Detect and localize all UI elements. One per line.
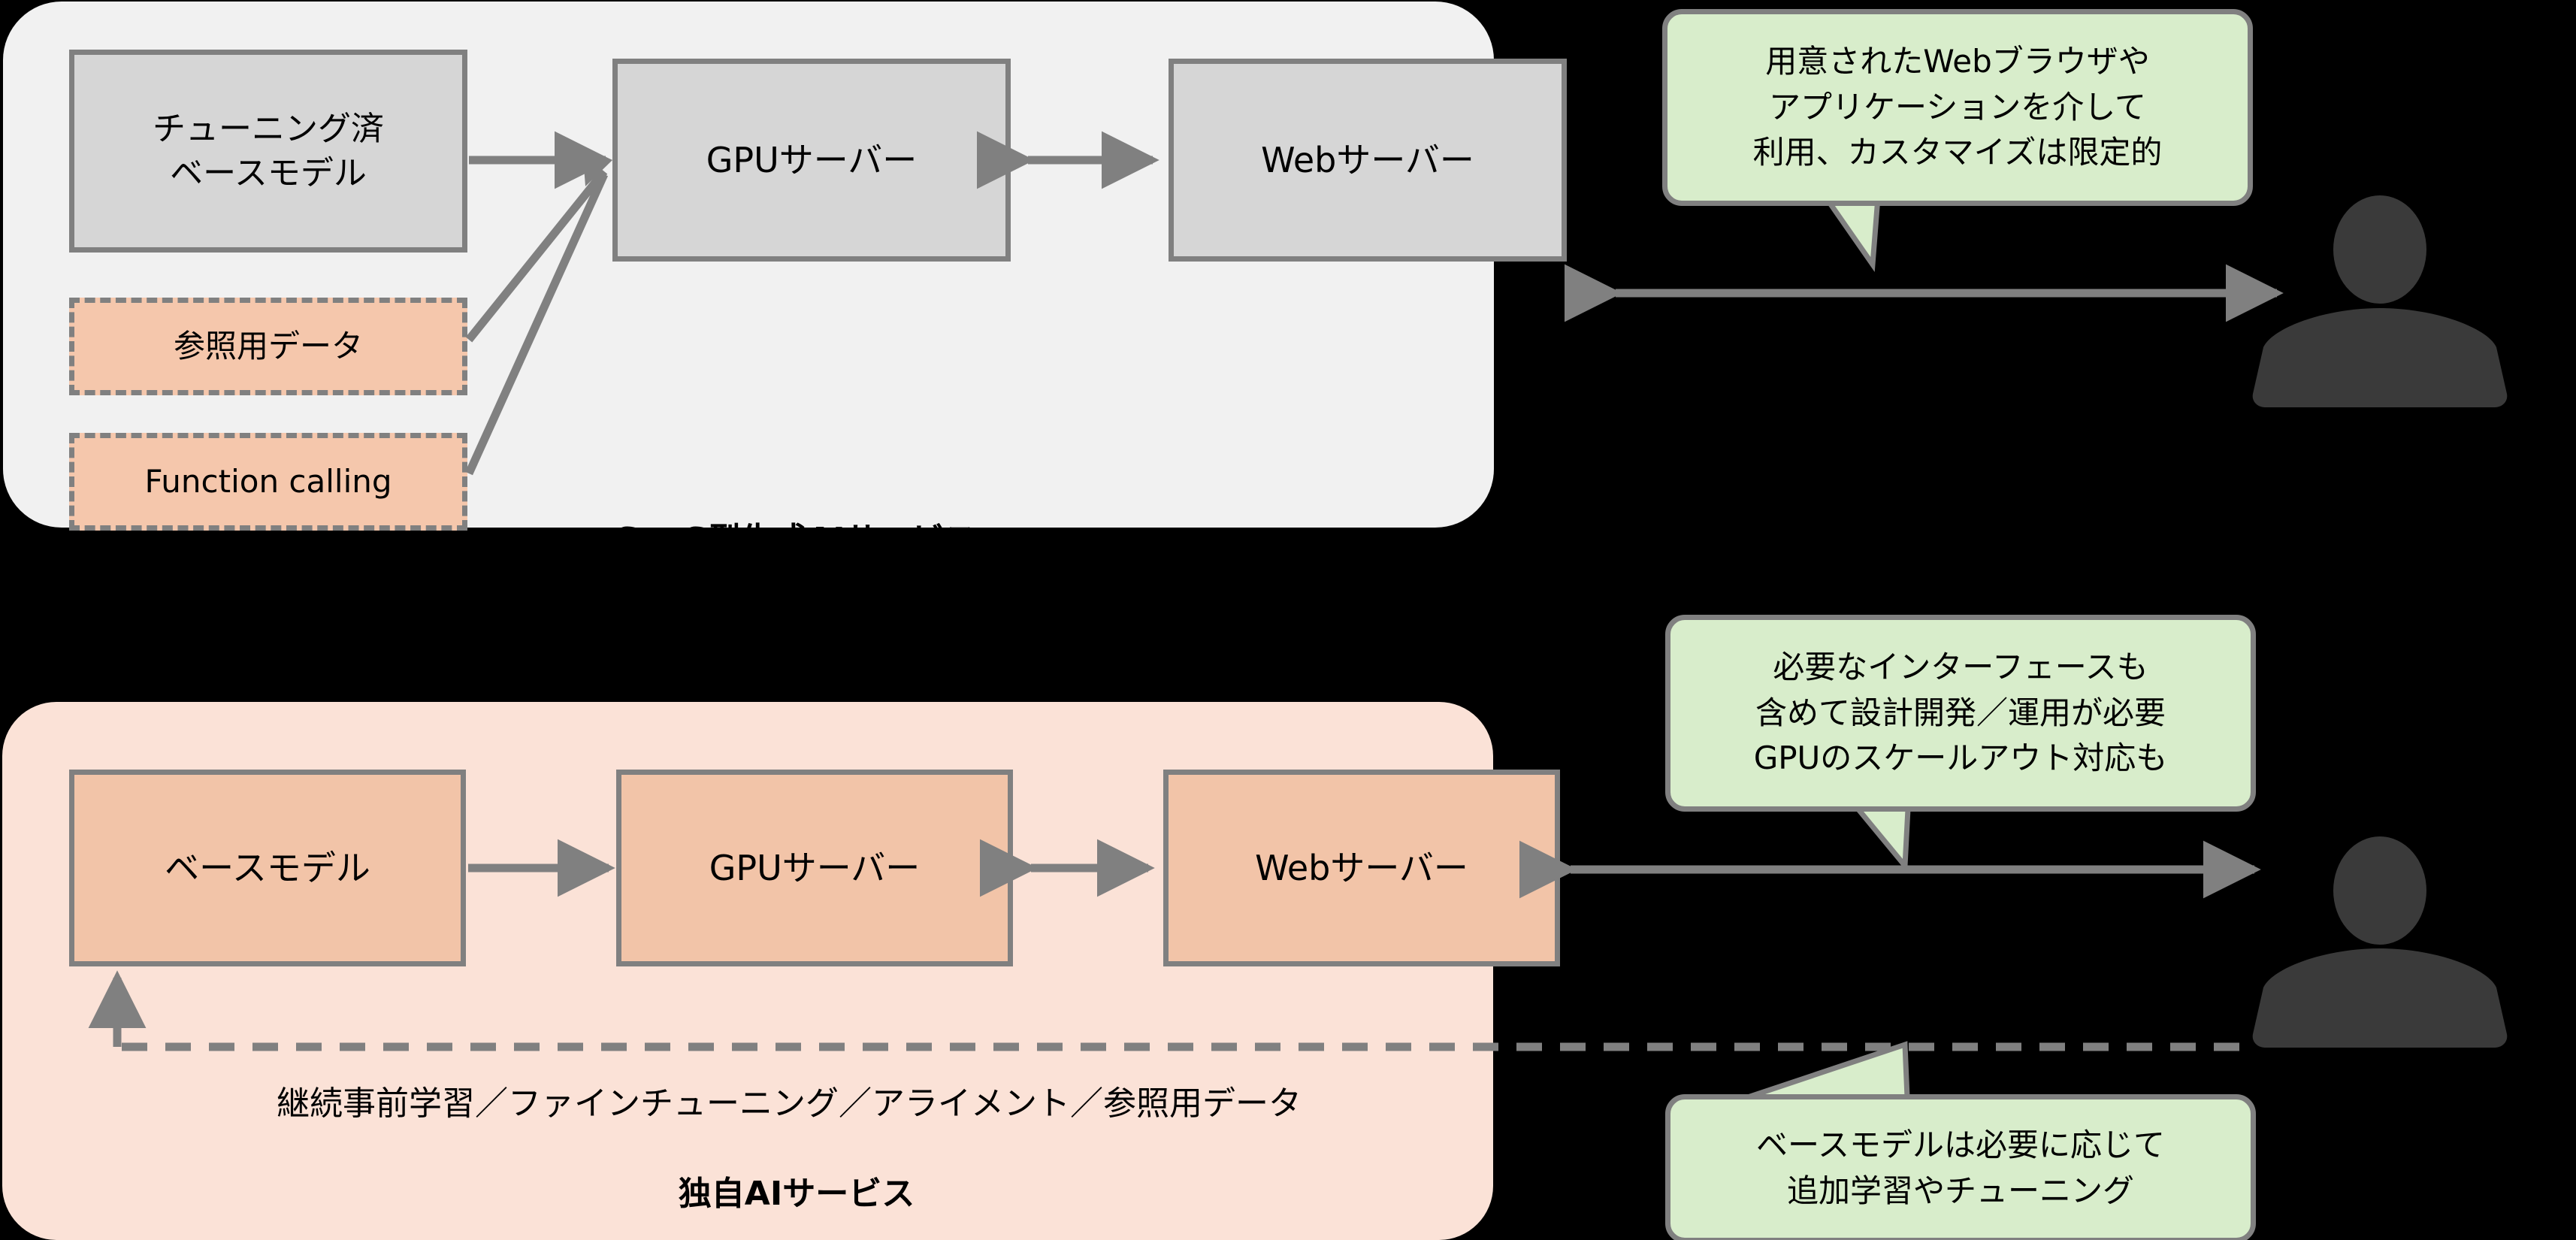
callout-tail-own-training [1742, 1041, 1910, 1102]
callout-own-training-note: ベースモデルは必要に応じて 追加学習やチューニング [1665, 1094, 2256, 1240]
callout-text: 必要なインターフェースも 含めて設計開発／運用が必要 GPUのスケールアウト対応… [1753, 648, 2168, 777]
callout-text: 用意されたWebブラウザや アプリケーションを介して 利用、カスタマイズは限定的 [1752, 42, 2163, 171]
saas-section-title: SaaS型生成AIサービス [615, 521, 978, 559]
person-icon [2252, 836, 2508, 1048]
box-label: ベースモデル [165, 847, 370, 888]
feedback-pipeline-label: 継続事前学習／ファインチューニング／アライメント／参照用データ [277, 1084, 1302, 1123]
box-label: 参照用データ [173, 327, 363, 364]
box-function-calling: Function calling [69, 433, 467, 531]
person-icon [2252, 195, 2508, 407]
own-section-title: 独自AIサービス [678, 1175, 915, 1213]
box-label: Function calling [144, 462, 392, 500]
box-tuned-base-model: チューニング済 ベースモデル [69, 50, 467, 253]
box-reference-data: 参照用データ [69, 298, 467, 395]
box-label: GPUサーバー [706, 139, 918, 180]
callout-saas-usage-note: 用意されたWebブラウザや アプリケーションを介して 利用、カスタマイズは限定的 [1662, 9, 2253, 206]
box-label: GPUサーバー [709, 847, 921, 888]
box-own-web-server: Webサーバー [1163, 770, 1560, 966]
box-base-model: ベースモデル [69, 770, 466, 966]
callout-text: ベースモデルは必要に応じて 追加学習やチューニング [1756, 1127, 2165, 1209]
box-label: チューニング済 ベースモデル [153, 109, 384, 192]
box-label: Webサーバー [1255, 847, 1468, 888]
box-saas-web-server: Webサーバー [1169, 59, 1567, 262]
box-saas-gpu-server: GPUサーバー [612, 59, 1011, 262]
callout-own-build-note: 必要なインターフェースも 含めて設計開発／運用が必要 GPUのスケールアウト対応… [1665, 615, 2256, 812]
box-label: Webサーバー [1261, 139, 1474, 180]
box-own-gpu-server: GPUサーバー [616, 770, 1013, 966]
